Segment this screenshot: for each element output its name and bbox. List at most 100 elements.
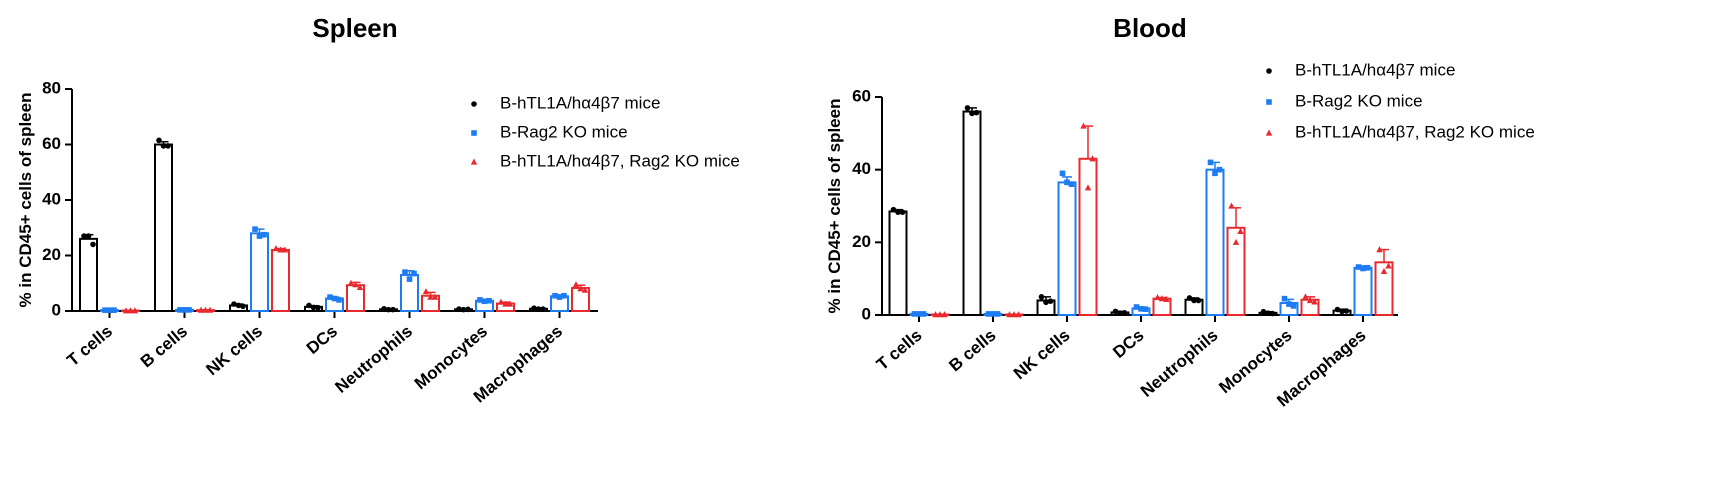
y-axis-label: % in CD45+ cells of spleen <box>825 99 844 314</box>
legend-label: B-hTL1A/hα4β7 mice <box>1295 60 1455 79</box>
chart-title: Spleen <box>312 13 397 43</box>
data-point <box>1265 310 1271 316</box>
legend-label: B-Rag2 KO mice <box>1295 91 1423 110</box>
chart-blood: Blood% in CD45+ cells of spleen0204060T … <box>825 13 1535 411</box>
data-point <box>1364 264 1371 271</box>
data-point <box>497 298 505 305</box>
data-point <box>240 303 246 310</box>
data-point <box>122 307 130 314</box>
data-point <box>581 286 589 293</box>
data-point <box>352 281 359 288</box>
data-point <box>356 283 364 291</box>
data-point <box>556 294 563 300</box>
data-point <box>256 233 263 239</box>
x-tick-label: Neutrophils <box>332 322 417 397</box>
data-point <box>1339 308 1345 315</box>
x-tick-label: B cells <box>137 322 191 372</box>
data-point <box>310 304 317 311</box>
data-point <box>402 269 408 275</box>
data-point <box>1038 294 1045 300</box>
y-tick-label: 0 <box>52 300 61 319</box>
data-point <box>552 292 558 299</box>
data-point <box>1121 310 1128 316</box>
data-point <box>561 292 567 299</box>
data-point <box>231 301 237 307</box>
data-point <box>427 293 434 300</box>
x-tick-label: T cells <box>873 326 926 375</box>
data-point <box>1089 155 1096 162</box>
data-point <box>1376 246 1383 253</box>
data-point <box>406 276 413 282</box>
chart-spleen: Spleen% in CD45+ cells of spleen02040608… <box>16 13 740 407</box>
data-point <box>572 281 580 288</box>
data-point <box>502 300 509 307</box>
data-point <box>1084 184 1092 191</box>
data-point <box>1212 170 1218 177</box>
data-point <box>1302 293 1309 300</box>
data-point <box>1163 295 1170 302</box>
data-point <box>964 105 971 111</box>
data-point <box>1006 311 1013 318</box>
data-point <box>277 246 284 253</box>
legend-marker <box>471 101 477 107</box>
data-point <box>177 307 183 313</box>
data-point <box>85 233 92 239</box>
data-point <box>895 209 901 215</box>
data-point <box>1195 297 1202 304</box>
data-point <box>890 206 897 213</box>
data-point <box>331 295 338 302</box>
data-point <box>102 307 108 313</box>
y-tick-label: 40 <box>852 159 871 178</box>
legend-marker <box>471 130 477 136</box>
bar <box>250 232 269 312</box>
data-point <box>1133 304 1140 310</box>
data-point <box>1080 122 1087 129</box>
data-point <box>465 306 471 313</box>
data-point <box>1043 299 1049 306</box>
data-point <box>347 279 355 286</box>
data-point <box>1232 238 1240 245</box>
data-point <box>1158 295 1166 302</box>
data-point <box>456 306 462 312</box>
legend-marker <box>1266 68 1272 74</box>
data-point <box>936 311 944 318</box>
data-point <box>911 311 918 317</box>
data-point <box>920 311 927 317</box>
data-point <box>1306 296 1314 304</box>
data-point <box>1064 179 1070 186</box>
data-point <box>252 226 258 232</box>
data-point <box>381 305 387 312</box>
data-point <box>186 307 192 313</box>
data-point <box>90 241 96 248</box>
bar <box>79 237 98 313</box>
bar <box>1353 266 1373 316</box>
legend-label: B-hTL1A/hα4β7, Rag2 KO mice <box>1295 122 1535 141</box>
legend-marker <box>1266 99 1272 105</box>
data-point <box>1117 310 1123 316</box>
data-point <box>1142 306 1149 312</box>
y-axis-label: % in CD45+ cells of spleen <box>16 93 35 308</box>
data-point <box>411 270 417 277</box>
bar <box>271 248 290 312</box>
legend-marker <box>470 158 478 165</box>
data-point <box>1059 170 1066 177</box>
data-point <box>1047 298 1054 304</box>
data-point <box>206 306 214 313</box>
legend-label: B-hTL1A/hα4β7, Rag2 KO mice <box>500 151 740 170</box>
y-tick-label: 60 <box>852 86 871 105</box>
data-point <box>165 143 171 149</box>
data-point <box>486 297 492 304</box>
data-point <box>181 307 188 313</box>
y-tick-label: 20 <box>852 232 871 251</box>
data-point <box>1343 308 1350 314</box>
x-tick-label: Monocytes <box>411 322 491 394</box>
data-point <box>1334 306 1341 313</box>
x-tick-label: T cells <box>63 322 116 371</box>
data-point <box>156 137 162 144</box>
data-point <box>1216 166 1223 173</box>
data-point <box>315 304 321 311</box>
x-tick-label: DCs <box>1109 326 1147 362</box>
data-point <box>131 307 139 314</box>
data-point <box>1138 306 1144 312</box>
